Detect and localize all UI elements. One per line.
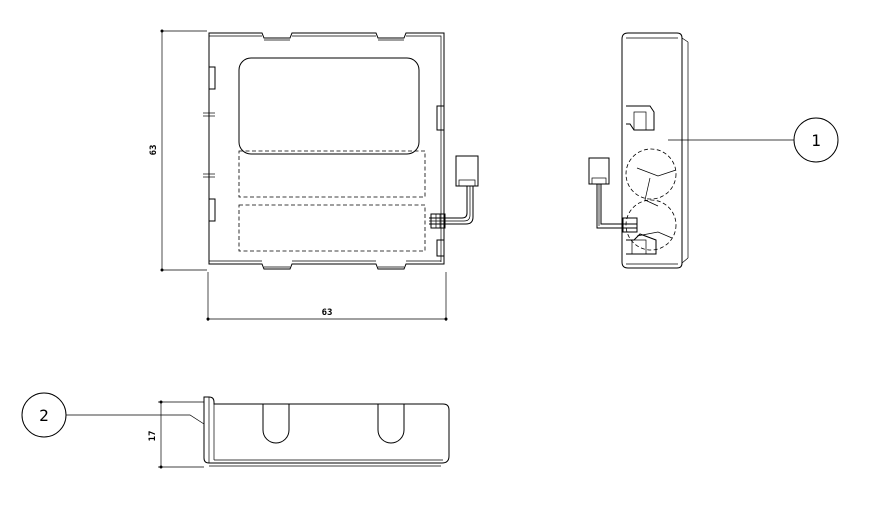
front-view (203, 32, 479, 270)
dimension-front-height: 63 (149, 29, 207, 272)
front-width-label: 63 (322, 308, 333, 318)
side-view-outline (621, 32, 683, 269)
connector-side (588, 157, 638, 233)
front-view-outline (208, 32, 445, 270)
front-height-label: 63 (149, 145, 159, 156)
balloon-2-label: 2 (39, 406, 49, 425)
hidden-cylinder-lower (625, 199, 677, 251)
balloon-1-label: 1 (811, 131, 821, 150)
balloon-2: 2 (21, 392, 205, 438)
bottom-height-label: 17 (148, 431, 158, 442)
hidden-cylinder-upper (625, 148, 677, 200)
connector-front (429, 155, 479, 229)
hidden-cell-upper (238, 150, 426, 198)
bottom-view-outline (203, 396, 450, 464)
side-view (588, 32, 689, 269)
slot-left (262, 404, 290, 444)
slot-right (377, 404, 405, 444)
balloon-1: 1 (668, 117, 839, 163)
dimension-bottom-height: 17 (148, 400, 204, 469)
label-window (238, 57, 420, 155)
dimension-front-width: 63 (206, 272, 448, 321)
hidden-cell-lower (238, 204, 426, 252)
bottom-view (203, 396, 450, 467)
